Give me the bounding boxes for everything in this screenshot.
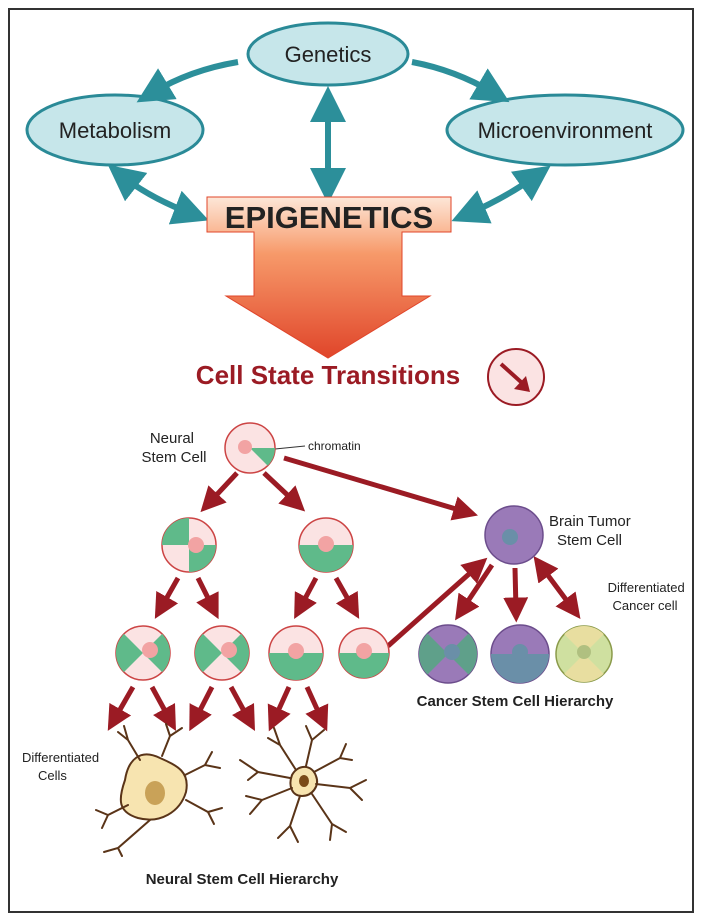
cancer-hierarchy-title: Cancer Stem Cell Hierarchy [417,693,614,710]
epigenetics-arrow: EPIGENETICS [206,196,452,359]
microenvironment-label: Microenvironment [478,118,653,143]
genetics-label: Genetics [285,42,372,67]
differentiated-cancer-cell [555,625,613,683]
brain-tumor-stem-cell [484,505,544,565]
cell-state-transitions-title: Cell State Transitions [196,360,460,390]
chromatin-label: chromatin [308,439,361,453]
metabolism-label: Metabolism [59,118,171,143]
neuron-cell [95,723,223,857]
microenvironment-node: Microenvironment [445,93,685,167]
arrow-microenvironment-epigenetics [451,165,551,224]
differentiated-cancer-cell-label: Differentiated Cancer cell [608,580,689,613]
metabolism-node: Metabolism [25,93,205,167]
tumor-arrows [283,455,581,648]
neural-hierarchy-title: Neural Stem Cell Hierarchy [146,871,339,888]
neural-precursor-cell [115,625,171,681]
neuron-cell [239,725,367,843]
differentiated-cells-label: Differentiated Cells [22,750,103,783]
teal-arrows [107,59,551,225]
neural-progenitor-cell [298,517,354,573]
arrow-genetics-to-metabolism [136,59,239,103]
neural-precursor-cell [268,625,324,681]
genetics-node: Genetics [246,21,410,87]
cancer-cell [418,624,478,684]
epigenetics-label: EPIGENETICS [225,200,433,235]
neural-stem-cell-label: Neural Stem Cell [141,430,206,466]
neural-stem-cell [224,422,276,474]
neural-progenitor-cell [161,517,217,573]
arrow-genetics-to-microenvironment [411,59,510,103]
cancer-cell [490,624,550,684]
neural-precursor-cell [194,625,250,681]
arrow-metabolism-epigenetics [107,164,209,225]
neural-arrows [107,471,360,732]
transition-icon [487,348,545,406]
neural-precursor-cell [338,627,390,679]
brain-tumor-stem-cell-label: Brain Tumor Stem Cell [549,513,635,549]
